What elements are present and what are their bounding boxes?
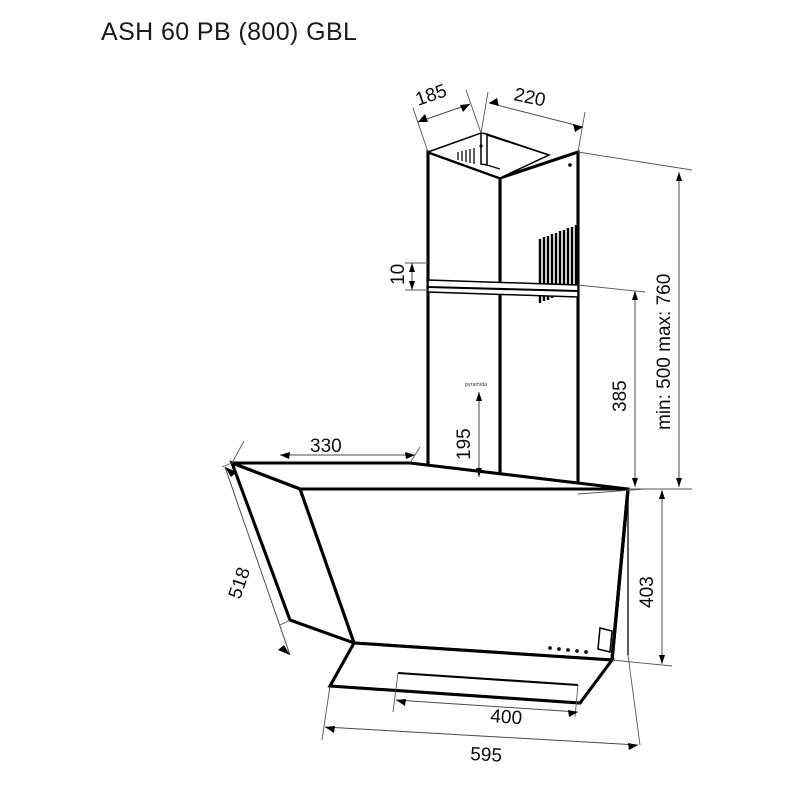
collar-mid-line (427, 285, 579, 293)
dimension-185: 185 (412, 81, 482, 153)
dimension-518-label: 518 (225, 565, 255, 602)
dimension-195: 195 (454, 392, 482, 477)
hood-underside-panel (327, 641, 615, 705)
dimension-385-label: 385 (610, 380, 631, 412)
dimension-telescopic-label: min: 500 max: 760 (654, 274, 675, 430)
control-button-4[interactable] (575, 649, 579, 653)
lower-chimney (427, 279, 579, 298)
control-button-2[interactable] (557, 647, 561, 651)
brand-logo-text: pyramida (465, 382, 487, 388)
dimension-330-label: 330 (310, 436, 342, 457)
screw-mark-right (568, 163, 572, 167)
upper-chimney (425, 132, 580, 513)
dimension-220-label: 220 (512, 84, 547, 111)
dimension-10: 10 (388, 262, 428, 291)
page-title: ASH 60 PB (800) GBL (101, 18, 357, 46)
upper-chimney-inner-edge (486, 133, 550, 156)
control-button-5[interactable] (584, 650, 588, 654)
dimension-400-label: 400 (490, 706, 523, 729)
control-button-1[interactable] (548, 646, 552, 650)
dimension-403: 403 (611, 488, 673, 667)
upper-chimney-right-face (498, 149, 580, 512)
dimension-403-label: 403 (637, 576, 658, 608)
hood-side-handle (597, 627, 613, 653)
dimension-330: 330 (231, 436, 421, 464)
inner-vent-marks (457, 148, 475, 164)
screw-mark-top (479, 144, 483, 148)
control-button-3[interactable] (566, 648, 570, 652)
dimension-10-label: 10 (388, 264, 409, 285)
dimension-595: 595 (321, 654, 641, 767)
hood-right-vertical-edge (610, 488, 630, 661)
dimension-385: 385 (577, 284, 646, 495)
dimension-185-label: 185 (413, 81, 450, 111)
control-panel-buttons[interactable] (548, 646, 588, 654)
dimension-595-label: 595 (470, 744, 503, 767)
dimension-195-label: 195 (454, 428, 475, 460)
upper-chimney-inner-edge2 (486, 164, 501, 170)
dimension-400: 400 (392, 672, 579, 729)
upper-chimney-inner-plate (480, 132, 488, 166)
grease-filter-edge (397, 671, 579, 687)
hood-body (229, 460, 630, 705)
